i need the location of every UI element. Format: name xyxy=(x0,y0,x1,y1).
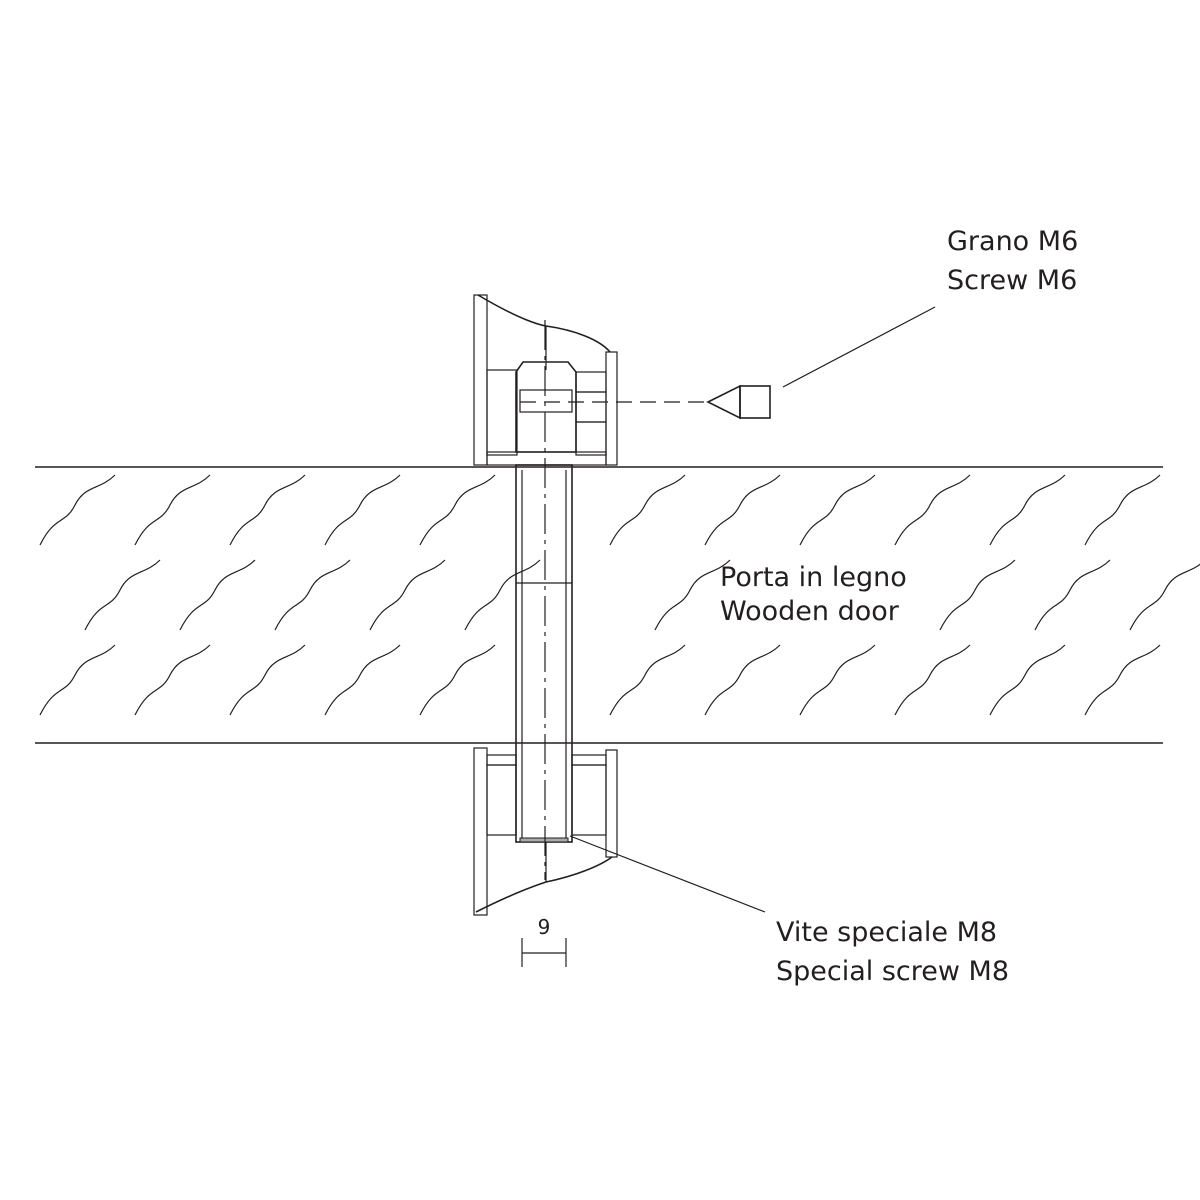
wood-grain-stroke xyxy=(1084,644,1161,716)
special-screw-label-it: Vite speciale M8 xyxy=(776,917,997,948)
wood-grain-stroke xyxy=(84,559,161,631)
wood-grain-stroke xyxy=(894,644,971,716)
wood-grain-stroke xyxy=(229,474,306,546)
wood-grain-stroke xyxy=(799,644,876,716)
wood-grain-stroke xyxy=(324,644,401,716)
wood-grain-stroke xyxy=(704,644,781,716)
wood-grain-stroke xyxy=(369,559,446,631)
wood-grain-hatching xyxy=(39,474,1200,716)
wooden-door-section xyxy=(35,466,1200,744)
wood-grain-stroke xyxy=(134,474,211,546)
wood-grain-stroke xyxy=(989,474,1066,546)
wood-grain-stroke xyxy=(274,559,351,631)
wood-grain-stroke xyxy=(799,474,876,546)
special-screw-leader xyxy=(569,835,766,913)
wood-grain-stroke xyxy=(419,644,496,716)
wood-grain-stroke xyxy=(704,474,781,546)
special-screw-label-en: Special screw M8 xyxy=(776,956,1009,987)
set-screw-label-it: Grano M6 xyxy=(947,226,1078,257)
upper-handle-section xyxy=(473,294,618,466)
wood-grain-stroke xyxy=(464,559,541,631)
lower-handle-section xyxy=(473,747,766,916)
wood-grain-stroke xyxy=(229,644,306,716)
dimension-label: 9 xyxy=(538,915,551,939)
set-screw-leader xyxy=(782,306,936,388)
door-label-it: Porta in legno xyxy=(720,562,907,593)
wood-grain-stroke xyxy=(654,559,731,631)
wood-grain-stroke xyxy=(1084,474,1161,546)
wood-grain-stroke xyxy=(324,474,401,546)
set-screw-label-en: Screw M6 xyxy=(947,265,1077,296)
wood-grain-stroke xyxy=(134,644,211,716)
wood-grain-stroke xyxy=(39,644,116,716)
wood-grain-stroke xyxy=(419,474,496,546)
wood-grain-stroke xyxy=(894,474,971,546)
wood-grain-stroke xyxy=(989,644,1066,716)
dimension-9: 9 xyxy=(521,915,567,967)
wood-grain-stroke xyxy=(1034,559,1111,631)
wood-grain-stroke xyxy=(609,474,686,546)
wood-grain-stroke xyxy=(1129,563,1200,631)
door-label-en: Wooden door xyxy=(720,596,900,627)
wood-grain-stroke xyxy=(939,559,1016,631)
wood-grain-stroke xyxy=(39,474,116,546)
special-screw-m8 xyxy=(515,320,573,880)
wood-grain-stroke xyxy=(609,644,686,716)
set-screw-m6 xyxy=(520,306,936,420)
wood-grain-stroke xyxy=(179,559,256,631)
